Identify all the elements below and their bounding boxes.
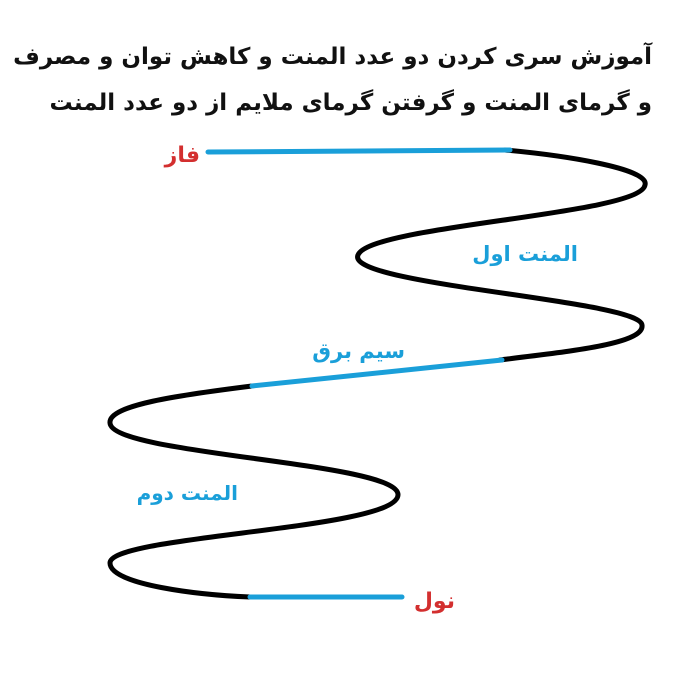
bridge-wire — [249, 357, 505, 389]
element-1-coil — [355, 147, 648, 363]
title-block: آموزش سری کردن دو عدد المنت و کاهش توان … — [13, 34, 652, 126]
element-1-label: المنت اول — [472, 242, 578, 266]
element-2-coil — [107, 383, 401, 600]
title-line-1: آموزش سری کردن دو عدد المنت و کاهش توان … — [13, 44, 652, 70]
neutral-label: نول — [414, 589, 455, 614]
bridge-wire-label: سیم برق — [312, 339, 405, 363]
title-line-2: و گرمای المنت و گرفتن گرمای ملایم از دو … — [49, 90, 652, 116]
element-2-label: المنت دوم — [137, 481, 238, 505]
phase-label: فاز — [164, 143, 200, 168]
phase-wire — [205, 147, 513, 155]
